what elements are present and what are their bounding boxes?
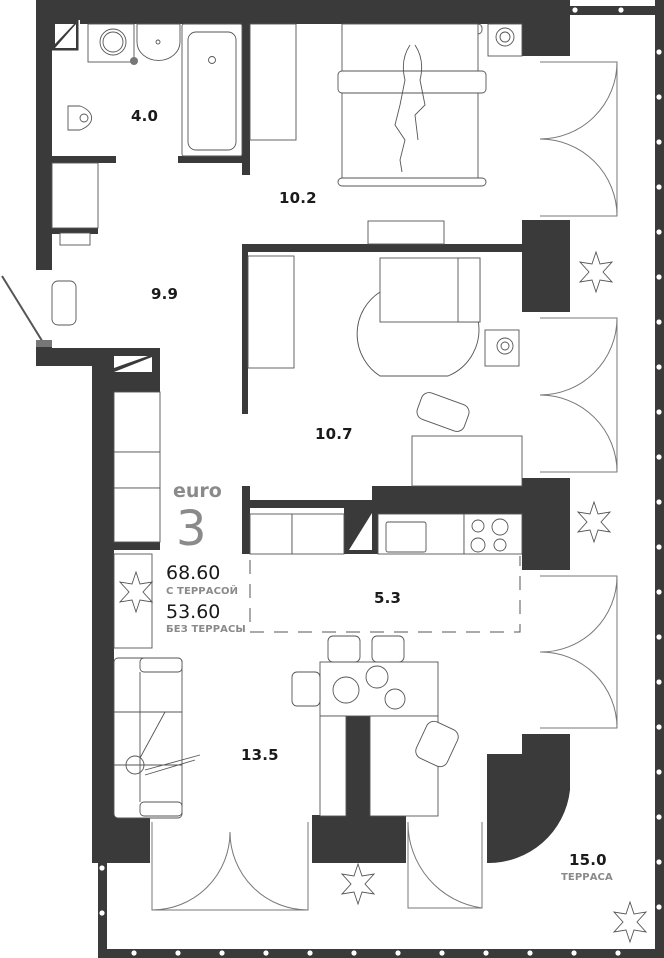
- entry-door: [1, 275, 45, 345]
- area-with-terrace-label: С ТЕРРАСОЙ: [166, 586, 239, 597]
- terrace-doors: [151, 61, 618, 911]
- room-area-kitchen: 5.3: [374, 589, 402, 607]
- rooms-count: 3: [176, 501, 207, 557]
- people: [125, 44, 426, 776]
- room-area-bedroom-main: 10.2: [279, 189, 317, 207]
- terrace-railing: [98, 0, 664, 958]
- area-without-terrace-label: БЕЗ ТЕРРАСЫ: [166, 624, 246, 635]
- area-without-terrace: 53.60: [166, 601, 221, 623]
- furniture: [51, 23, 523, 819]
- room-area-bedroom-second: 10.7: [315, 425, 353, 443]
- plants: [118, 250, 648, 944]
- room-area-bathroom: 4.0: [131, 107, 159, 125]
- plan-type-prefix: euro: [173, 480, 222, 502]
- room-area-terrace: 15.0: [569, 851, 607, 869]
- shaft-markers: [51, 19, 372, 550]
- room-area-living-room: 13.5: [241, 746, 279, 764]
- terrace-label: ТЕРРАСА: [561, 872, 613, 883]
- walls: [36, 0, 570, 864]
- room-area-hallway: 9.9: [151, 285, 179, 303]
- area-with-terrace: 68.60: [166, 562, 221, 584]
- kitchen-zone-outline: [249, 556, 521, 633]
